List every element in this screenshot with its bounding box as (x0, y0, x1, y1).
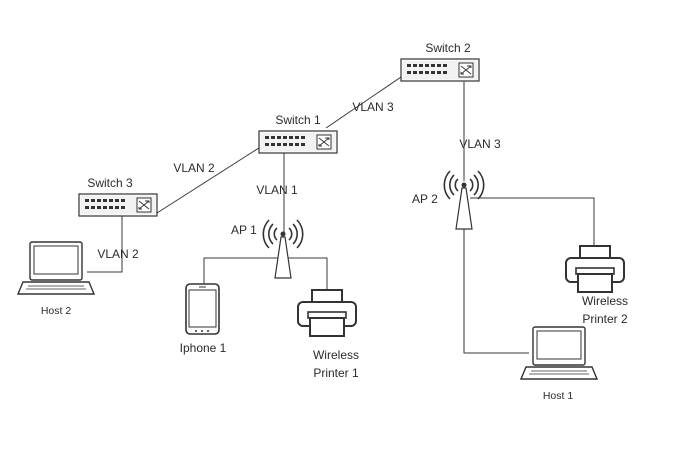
switch-1[interactable]: Switch 1 (258, 113, 338, 154)
switch-2-label: Switch 2 (425, 41, 471, 55)
wireless-printer-2[interactable]: Wireless Printer 2 (565, 245, 628, 326)
access-point-1[interactable]: AP 1 (231, 219, 304, 279)
switch-1-label: Switch 1 (275, 113, 321, 127)
host-2-label: Host 2 (41, 305, 72, 317)
vlan-label-switch1-switch3: VLAN 2 (173, 161, 215, 175)
link-ap2-printer2 (470, 197, 595, 248)
host-2[interactable]: Host 2 (17, 241, 95, 317)
vlan-label-switch2-ap2: VLAN 3 (459, 137, 501, 151)
printer-2-label-line2: Printer 2 (582, 312, 628, 326)
host-1[interactable]: Host 1 (520, 326, 598, 402)
link-switch1-switch2 (325, 76, 402, 129)
vlan-label-switch3-host2: VLAN 2 (97, 247, 139, 261)
phone-icon (185, 283, 220, 335)
link-switch3-host2 (87, 215, 123, 273)
access-point-icon (262, 219, 304, 279)
printer-1-label-line1: Wireless (313, 348, 359, 362)
host-1-label: Host 1 (543, 390, 574, 402)
printer-icon (565, 245, 625, 293)
switch-icon (78, 193, 158, 217)
printer-1-label-line2: Printer 1 (313, 366, 359, 380)
switch-icon (258, 130, 338, 154)
switch-3[interactable]: Switch 3 (78, 176, 158, 217)
vlan-label-switch1-ap1: VLAN 1 (256, 183, 298, 197)
access-point-2[interactable]: AP 2 (412, 170, 485, 230)
links (87, 76, 595, 354)
ap-2-label: AP 2 (412, 192, 438, 206)
link-ap2-host1 (463, 228, 529, 354)
link-ap1-printer1 (286, 257, 328, 292)
link-switch1-switch3 (156, 145, 263, 214)
switch-3-label: Switch 3 (87, 176, 133, 190)
laptop-icon (17, 241, 95, 295)
iphone-1[interactable]: Iphone 1 (180, 283, 227, 355)
printer-2-label-line1: Wireless (582, 294, 628, 308)
ap-1-label: AP 1 (231, 223, 257, 237)
laptop-icon (520, 326, 598, 380)
vlan-labels: VLAN 3 VLAN 3 VLAN 2 VLAN 1 VLAN 2 (97, 100, 501, 261)
vlan-label-switch1-switch2: VLAN 3 (352, 100, 394, 114)
link-ap1-iphone1 (203, 257, 280, 284)
switch-2[interactable]: Switch 2 (400, 41, 480, 82)
wireless-printer-1[interactable]: Wireless Printer 1 (297, 289, 359, 380)
printer-icon (297, 289, 357, 337)
iphone-1-label: Iphone 1 (180, 341, 227, 355)
switch-icon (400, 58, 480, 82)
